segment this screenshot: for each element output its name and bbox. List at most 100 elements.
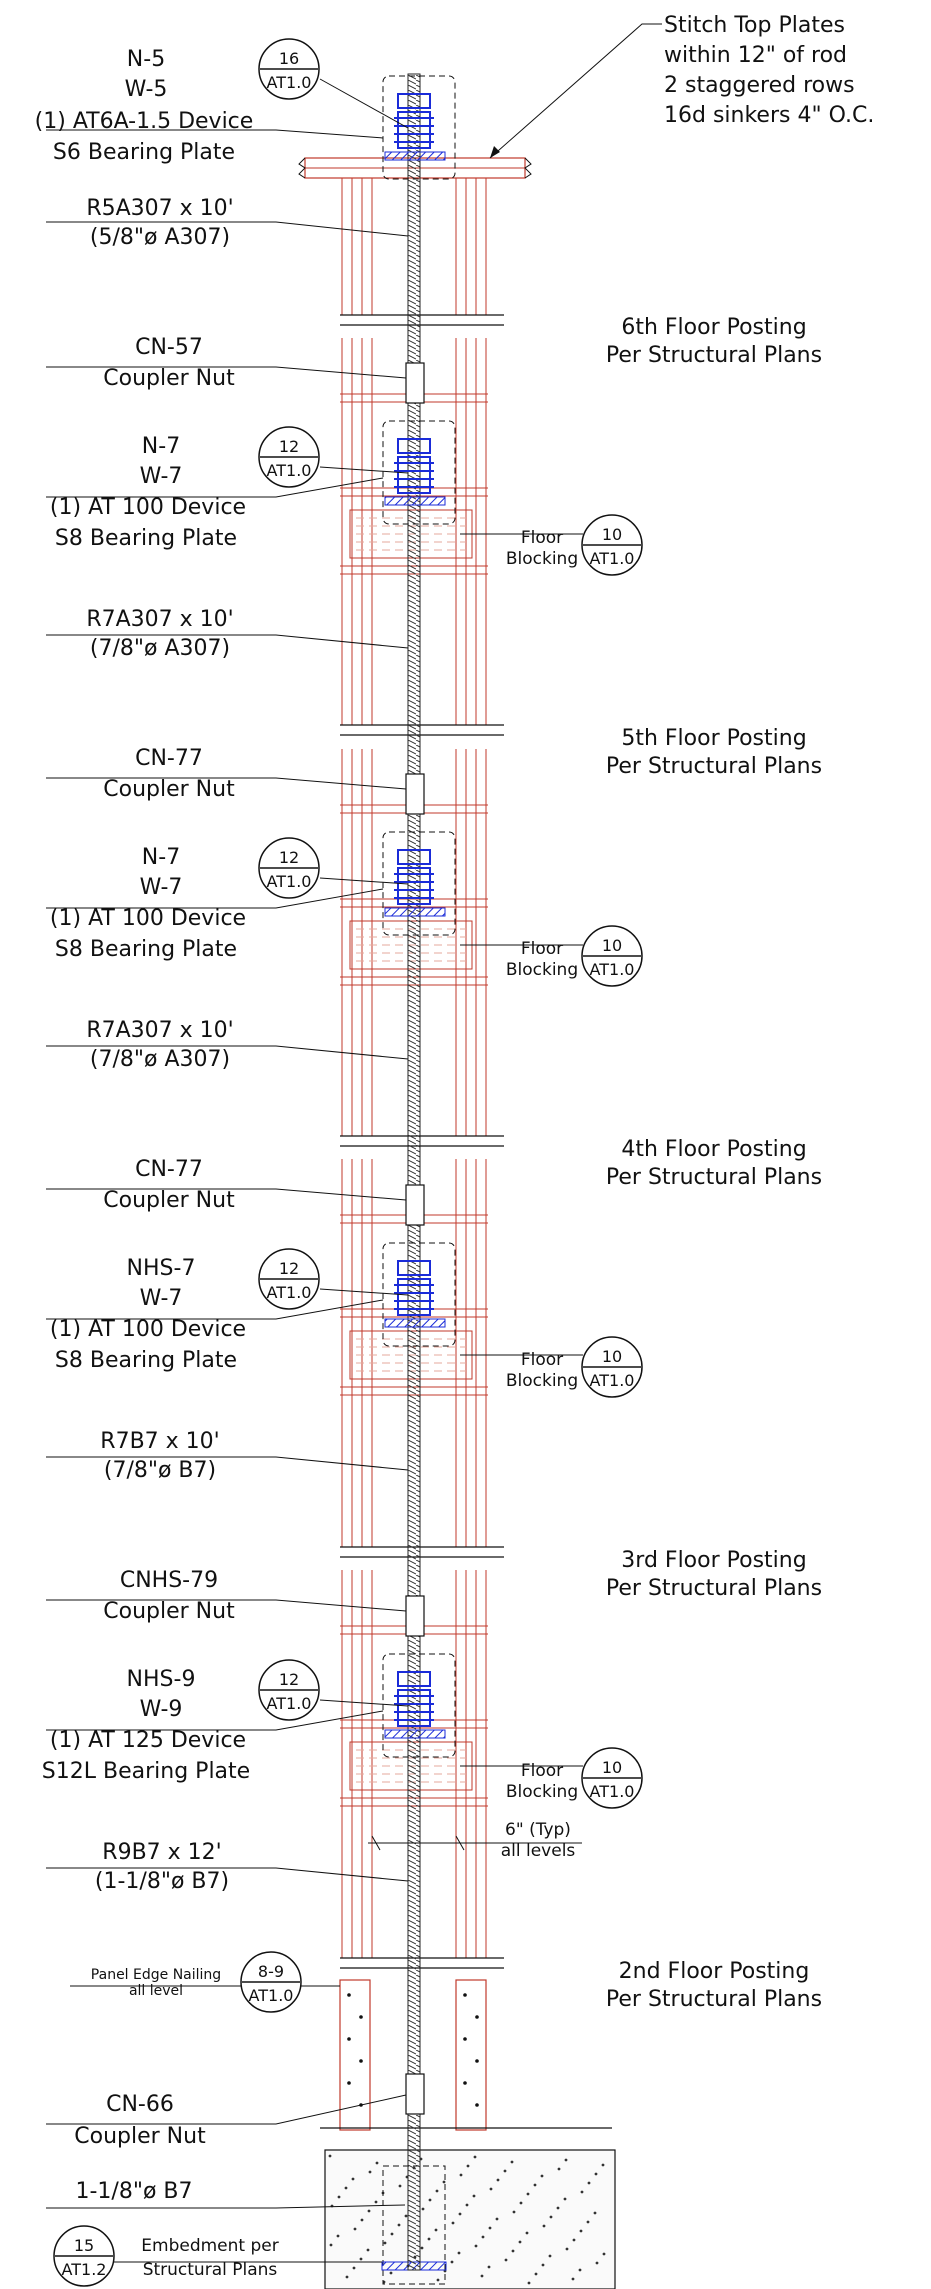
aggregate-dot <box>489 2187 493 2191</box>
aggregate-dot <box>572 2238 576 2242</box>
break-mark-right <box>524 157 532 179</box>
floor-posting-note: Per Structural Plans <box>606 1576 822 1601</box>
blocking-sheet: AT1.0 <box>590 1371 635 1390</box>
aggregate-dot <box>526 2192 530 2196</box>
device-label: (1) AT 125 Device <box>50 1728 246 1753</box>
stitch-note-line-3: 2 staggered rows <box>664 73 855 98</box>
plate-label: S12L Bearing Plate <box>42 1759 250 1784</box>
level-4th-floor: 4th Floor Posting Per Structural Plans C… <box>50 1137 822 1483</box>
aggregate-dot <box>594 2172 598 2176</box>
nut-outline <box>397 93 431 109</box>
device-callout-box <box>382 1242 456 1347</box>
detail-number: 12 <box>279 437 299 456</box>
device-label: (1) AT 100 Device <box>50 906 246 931</box>
rod-label: R9B7 x 12' <box>102 1840 221 1865</box>
label-leader <box>46 1867 409 1882</box>
nut-label: N-5 <box>127 47 165 72</box>
aggregate-dot <box>360 2218 364 2222</box>
washer-label: W-5 <box>125 77 168 102</box>
blocking-label-1: Floor <box>521 1350 563 1370</box>
blocking-number: 10 <box>602 1347 622 1366</box>
blocking-label-2: Blocking <box>506 960 578 980</box>
rod-diameter: (1-1/8"ø B7) <box>95 1869 229 1894</box>
embed-sheet: AT1.2 <box>62 2260 107 2279</box>
embed-bubble <box>53 2225 115 2287</box>
panel-edge-label-1: Panel Edge Nailing <box>91 1967 221 1983</box>
bearing-plate <box>384 1729 446 1739</box>
nut-label: N-7 <box>142 434 180 459</box>
stitch-note-line-1: Stitch Top Plates <box>664 13 845 38</box>
detail-bubble <box>258 1659 320 1721</box>
floor-posting-note: Per Structural Plans <box>606 343 822 368</box>
blocking-bubble <box>581 1747 643 1809</box>
nail-dot <box>359 2015 363 2019</box>
detail-number: 12 <box>279 1259 299 1278</box>
bearing-plate <box>384 496 446 506</box>
floor-posting-note: Per Structural Plans <box>606 1165 822 1190</box>
aggregate-dot <box>556 2206 560 2210</box>
aggregate-dot <box>367 2209 371 2213</box>
nail-dot <box>347 2037 351 2041</box>
aggregate-dot <box>351 2177 355 2181</box>
coupler-label: CNHS-79 <box>120 1568 218 1593</box>
stitch-arrow <box>490 146 500 158</box>
aggregate-dot <box>534 2272 538 2276</box>
aggregate-dot <box>427 2237 431 2241</box>
rod-label: R7A307 x 10' <box>86 607 233 632</box>
detail-leader <box>319 466 409 474</box>
rod-label: R7B7 x 10' <box>100 1429 219 1454</box>
aggregate-dot <box>512 2210 516 2214</box>
label-leader <box>46 2094 407 2125</box>
nail-dot <box>463 2037 467 2041</box>
label-leader <box>46 1188 407 1201</box>
aggregate-dot <box>397 2223 401 2227</box>
aggregate-dot <box>375 2161 379 2165</box>
nut-outline <box>397 438 431 454</box>
floor-posting-note: Per Structural Plans <box>606 754 822 779</box>
aggregate-dot <box>368 2170 372 2174</box>
leader-lines <box>46 23 662 2263</box>
aggregate-dot <box>602 2252 606 2256</box>
aggregate-dot <box>542 2224 546 2228</box>
aggregate-dot <box>510 2160 514 2164</box>
detail-number: 12 <box>279 848 299 867</box>
aggregate-dot <box>503 2169 507 2173</box>
aggregate-dot <box>601 2163 605 2167</box>
stitch-leader <box>489 23 662 159</box>
nut-outline <box>397 1260 431 1276</box>
rod-diameter: (5/8"ø A307) <box>90 225 230 250</box>
detail-bubble <box>258 426 320 488</box>
aggregate-dot <box>366 2248 370 2252</box>
nail-dot <box>463 2081 467 2085</box>
level-roof: N-5 W-5 (1) AT6A-1.5 Device S6 Bearing P… <box>35 38 320 250</box>
aggregate-dot <box>487 2265 491 2269</box>
aggregate-dot <box>459 2173 463 2177</box>
label-leader <box>46 2204 406 2209</box>
device-label: (1) AT 100 Device <box>50 495 246 520</box>
blocking-bubble <box>581 925 643 987</box>
aggregate-dot <box>434 2228 438 2232</box>
panel-edge-bubble <box>240 1951 302 2013</box>
panel-edge-sheet: AT1.0 <box>249 1986 294 2005</box>
label-leader <box>46 1710 384 1731</box>
device-body <box>397 456 431 494</box>
blocking-sheet: AT1.0 <box>590 549 635 568</box>
blocking-number: 10 <box>602 1758 622 1777</box>
embed-label-1: Embedment per <box>141 2236 278 2256</box>
detail-sheet: AT1.0 <box>267 1283 312 1302</box>
aggregate-dot <box>518 2240 522 2244</box>
coupler-label: CN-66 <box>106 2092 174 2117</box>
aggregate-dot <box>527 2281 531 2285</box>
coupler-desc: Coupler Nut <box>74 2124 206 2149</box>
post-panel <box>455 1979 487 2131</box>
device-callout-box <box>382 75 456 180</box>
blocking-label-1: Floor <box>521 1761 563 1781</box>
detail-number: 12 <box>279 1670 299 1689</box>
label-leader <box>46 1456 409 1471</box>
detail-bubble <box>258 38 320 100</box>
aggregate-dot <box>595 2261 599 2265</box>
coupler-desc: Coupler Nut <box>103 1599 235 1624</box>
panel-edge-label-2: all level <box>129 1983 183 1999</box>
floor-posting: 3rd Floor Posting <box>621 1548 806 1573</box>
aggregate-dot <box>404 2214 408 2218</box>
